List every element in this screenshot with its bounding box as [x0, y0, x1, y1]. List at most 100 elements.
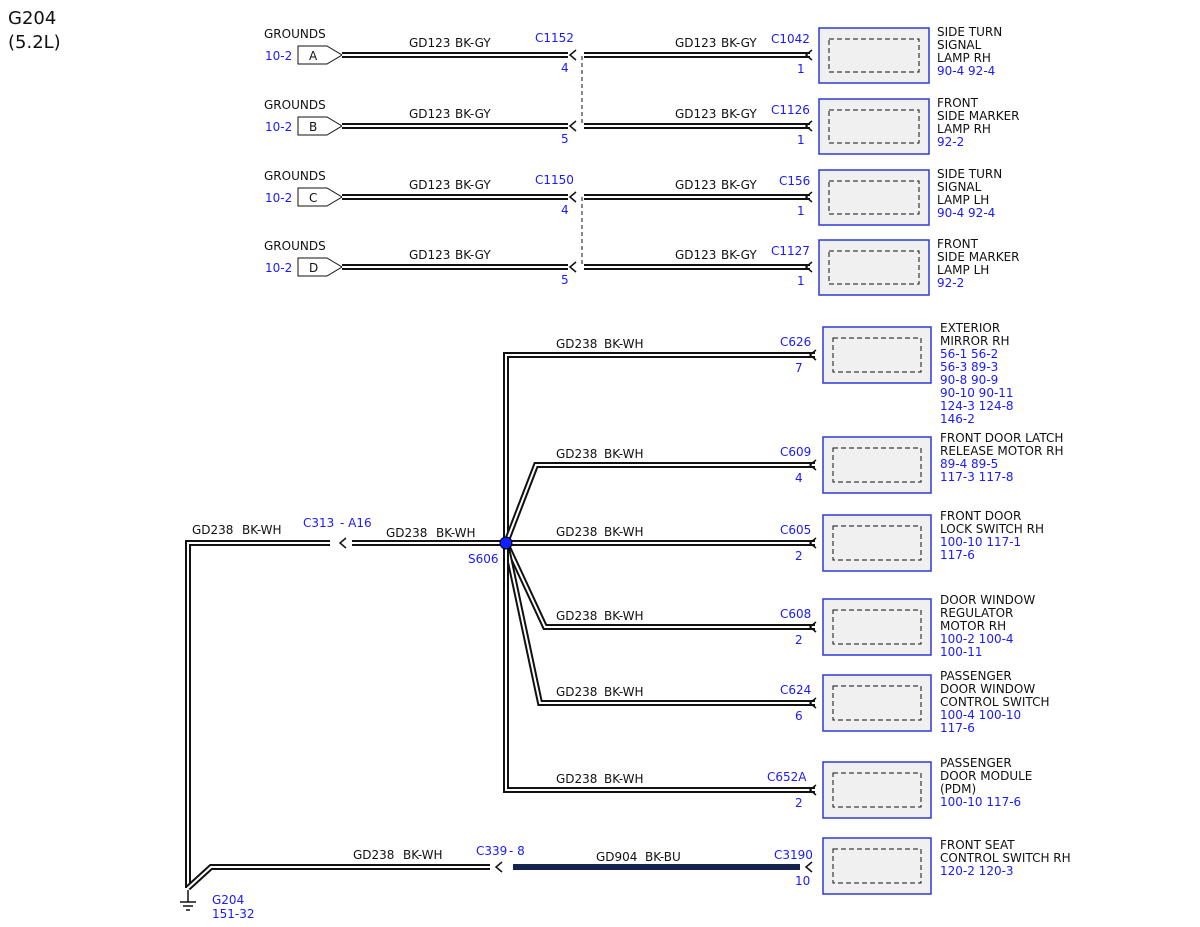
component-ref: 100-11	[940, 645, 983, 659]
wire-circuit: GD238	[556, 609, 597, 623]
component-name: SIGNAL	[937, 180, 982, 194]
component-name: FRONT	[937, 96, 979, 110]
component-name: FRONT SEAT	[940, 838, 1015, 852]
branch-wire-core	[505, 464, 815, 544]
splice-point	[499, 536, 513, 550]
component-pin: 1	[797, 62, 805, 76]
component-arrow-icon	[808, 349, 817, 361]
component-name: DOOR MODULE	[940, 769, 1032, 783]
component-pin: 1	[797, 274, 805, 288]
component-ref: 120-2 120-3	[940, 864, 1014, 878]
component-pin: 2	[795, 796, 803, 810]
component-ref: 56-3 89-3	[940, 360, 998, 374]
component-ref: 100-2 100-4	[940, 632, 1014, 646]
component-arrow-icon	[808, 537, 817, 549]
connector-arrow-icon	[568, 261, 577, 273]
component-name: FRONT DOOR	[940, 509, 1021, 523]
component-inner	[832, 337, 922, 373]
ground-tag	[297, 257, 343, 277]
component-box	[818, 239, 930, 296]
component-box	[822, 837, 932, 895]
component-inner	[832, 609, 922, 645]
ground-label: GROUNDS	[264, 98, 326, 112]
component-name: PASSENGER	[940, 756, 1012, 770]
component-connector: C156	[779, 174, 810, 188]
component-name: PASSENGER	[940, 669, 1012, 683]
ground-point-ref: 151-32	[212, 907, 255, 921]
connector-arrow-icon	[568, 120, 577, 132]
connector-name: C1150	[535, 173, 574, 187]
component-inner	[832, 525, 922, 561]
component-pin: 1	[797, 133, 805, 147]
ground-letter: A	[309, 49, 318, 63]
wire-color: BK-WH	[604, 447, 644, 461]
wire-circuit: GD123	[409, 36, 450, 50]
ground-letter: D	[309, 261, 318, 275]
diagram-title: G204	[8, 8, 56, 29]
ground-letter: B	[309, 120, 317, 134]
component-name: MIRROR RH	[940, 334, 1010, 348]
ground-ref: 10-2	[265, 49, 292, 63]
component-connector: C609	[780, 445, 811, 459]
component-name: SIDE TURN	[937, 25, 1002, 39]
ground-tag	[297, 45, 343, 65]
component-arrow-icon	[808, 621, 817, 633]
component-box	[822, 761, 932, 819]
component-ref: 124-3 124-8	[940, 399, 1014, 413]
component-name: DOOR WINDOW	[940, 682, 1035, 696]
branch-wire-core	[505, 542, 815, 628]
inline-arrow-icon	[338, 537, 347, 549]
wire-color: BK-GY	[721, 178, 757, 192]
ground-symbol-icon	[180, 890, 196, 911]
branch-wire-outline	[503, 541, 815, 630]
component-name: EXTERIOR	[940, 321, 1000, 335]
component-pin: 2	[795, 633, 803, 647]
ground-tag	[297, 116, 343, 136]
component-pin: 7	[795, 361, 803, 375]
component-connector: C3190	[774, 848, 813, 862]
connector-pin: 5	[561, 132, 569, 146]
component-ref: 90-8 90-9	[940, 373, 998, 387]
component-box	[822, 674, 932, 732]
ground-point-name: G204	[212, 893, 244, 907]
ground-label: GROUNDS	[264, 169, 326, 183]
component-refs: 92-2	[937, 276, 964, 290]
component-box	[818, 27, 930, 84]
component-name: (PDM)	[940, 782, 976, 796]
component-name: CONTROL SWITCH RH	[940, 851, 1071, 865]
component-pin: 4	[795, 471, 803, 485]
component-name: LAMP RH	[937, 122, 991, 136]
connector-name: C1152	[535, 31, 574, 45]
connector-pin: 4	[561, 61, 569, 75]
component-name: LAMP RH	[937, 51, 991, 65]
component-name: RELEASE MOTOR RH	[940, 444, 1064, 458]
component-pin: 2	[795, 549, 803, 563]
component-name: SIDE TURN	[937, 167, 1002, 181]
component-inner	[832, 685, 922, 721]
wire-circuit: GD238	[556, 525, 597, 539]
component-refs: 90-4 92-4	[937, 64, 995, 78]
inline-connector-pin: - A16	[340, 516, 372, 530]
component-inner	[832, 848, 922, 884]
ground-ref: 10-2	[265, 261, 292, 275]
component-inner	[832, 447, 922, 483]
component-arrow-icon	[808, 784, 817, 796]
component-arrow-icon	[808, 459, 817, 471]
bottom-wire-a-core	[187, 866, 490, 889]
component-ref: 146-2	[940, 412, 975, 426]
left-wire-a-core	[187, 542, 330, 888]
component-inner	[828, 250, 920, 285]
component-ref: 117-6	[940, 548, 975, 562]
component-connector: C624	[780, 683, 811, 697]
wire-circuit: GD238	[556, 772, 597, 786]
component-arrow-icon	[804, 261, 813, 273]
component-name: SIDE MARKER	[937, 250, 1019, 264]
wire-color: BK-WH	[242, 523, 282, 537]
wire-circuit: GD238	[353, 848, 394, 862]
component-arrow-icon	[804, 861, 813, 873]
component-box	[818, 169, 930, 226]
